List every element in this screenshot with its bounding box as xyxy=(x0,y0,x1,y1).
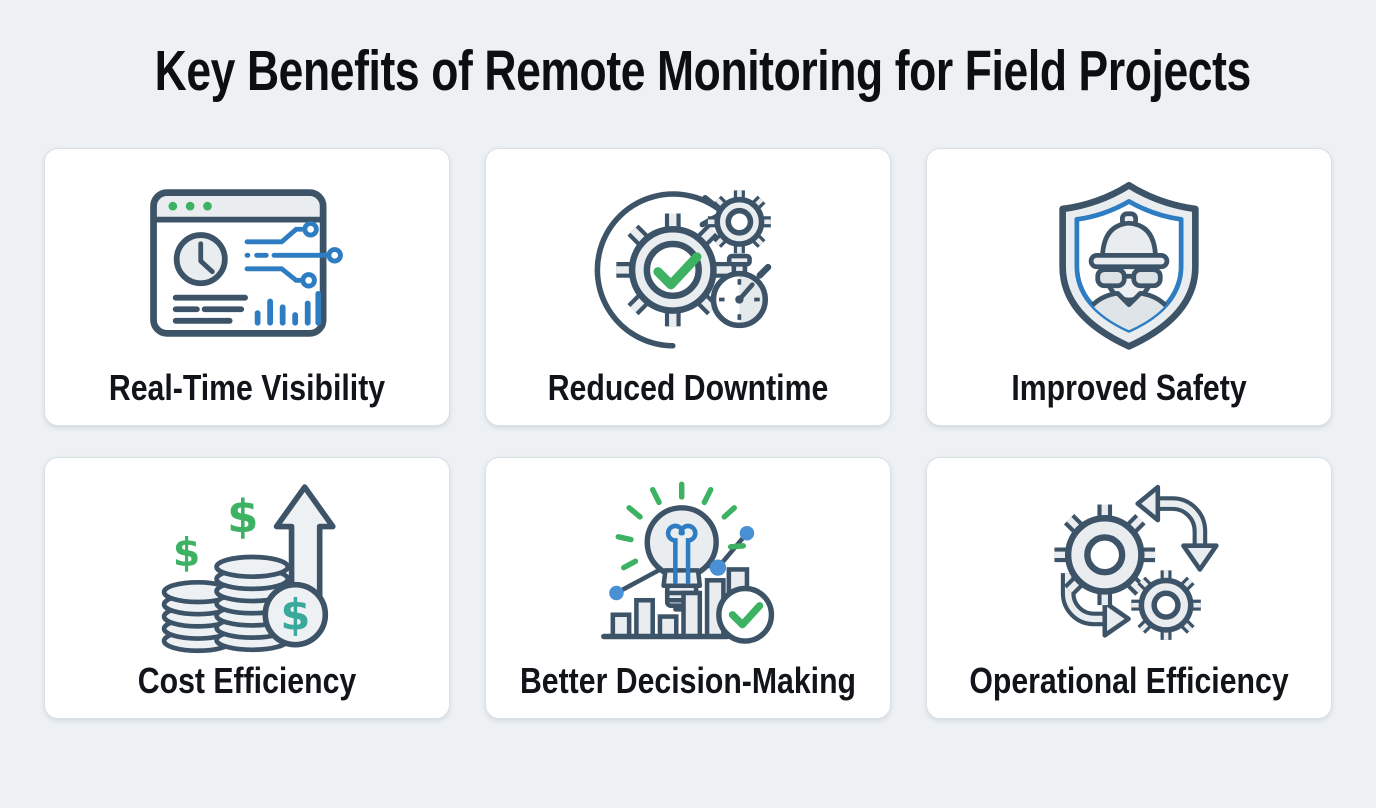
shield-worker-icon xyxy=(1034,149,1224,367)
lightbulb-chart-checkmark-icon xyxy=(591,458,786,660)
card-improved-safety: Improved Safety xyxy=(926,147,1332,426)
page-title: Key Benefits of Remote Monitoring for Fi… xyxy=(0,40,1376,103)
card-better-decision-making: Better Decision-Making xyxy=(485,456,891,719)
card-cost-efficiency: $ $ xyxy=(44,456,450,719)
gear-checkmark-stopwatch-icon xyxy=(582,149,795,367)
dollar-sign-small: $ xyxy=(172,530,199,576)
coins-dollar-growth-icon: $ $ xyxy=(149,458,346,660)
card-real-time-visibility: Real-Time Visibility xyxy=(44,147,450,426)
gear-checkmark-stopwatch-icon-svg xyxy=(594,190,771,349)
card-label: Real-Time Visibility xyxy=(108,366,386,408)
card-operational-efficiency: Operational Efficiency xyxy=(926,456,1332,719)
benefits-grid: Real-Time Visibility xyxy=(44,147,1332,719)
shield-worker-icon-svg xyxy=(1059,181,1199,350)
page-title-text: Key Benefits of Remote Monitoring for Fi… xyxy=(154,39,1252,103)
coins-dollar-growth-icon-svg: $ $ xyxy=(161,484,336,653)
dashboard-analytics-icon xyxy=(141,149,353,367)
card-label: Operational Efficiency xyxy=(969,659,1289,701)
gears-cycle-arrows-icon xyxy=(1035,458,1223,660)
card-label: Cost Efficiency xyxy=(137,659,357,701)
dashboard-analytics-icon-svg xyxy=(150,188,343,337)
gears-cycle-arrows-icon-svg xyxy=(1054,484,1219,640)
lightbulb-chart-checkmark-icon-svg xyxy=(600,481,774,644)
card-label: Improved Safety xyxy=(1011,366,1247,408)
infographic: Key Benefits of Remote Monitoring for Fi… xyxy=(0,40,1376,719)
dollar-sign-large: $ xyxy=(227,490,258,543)
dollar-sign-coin: $ xyxy=(280,590,310,640)
card-label: Better Decision-Making xyxy=(519,659,857,701)
card-reduced-downtime: Reduced Downtime xyxy=(485,147,891,426)
card-label: Reduced Downtime xyxy=(547,366,829,408)
